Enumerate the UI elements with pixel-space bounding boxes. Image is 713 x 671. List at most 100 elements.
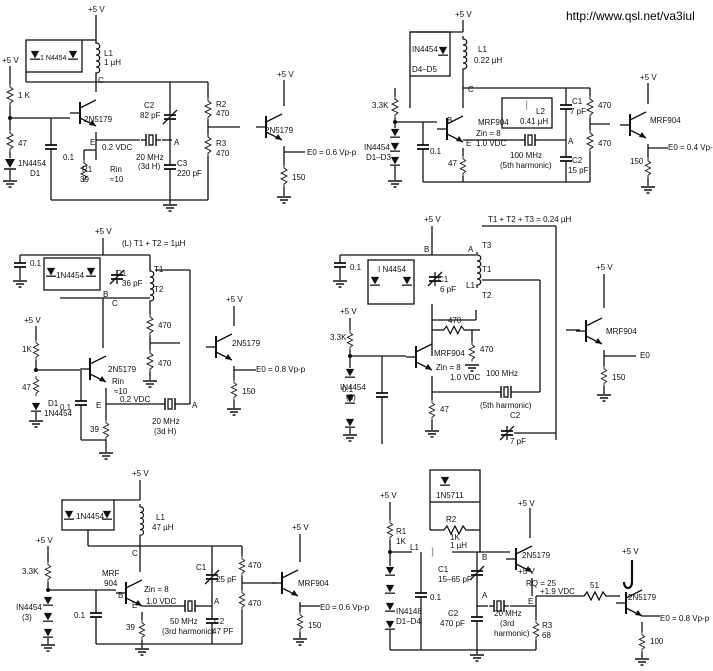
c2-buf-transistor: MRF904 (650, 116, 681, 125)
c2-crystal-icon (520, 133, 540, 147)
c3-node-b: B (103, 290, 108, 299)
c6-diodes-ref: D1–D4 (396, 617, 421, 626)
c6-vcc-top: +5 V (380, 491, 397, 500)
c4-c1: C1 (438, 275, 449, 284)
c1-diode-pair: 1 N4454 (40, 55, 67, 62)
c1-c-var: C2 (144, 101, 155, 110)
c3-rin: Rin (112, 377, 124, 386)
c3-vcc-top: +5 V (95, 227, 112, 236)
c1-r-in: Rin (110, 165, 122, 174)
c1-buf-r: 150 (292, 173, 306, 182)
source-url: http://www.qsl.net/va3iul (566, 9, 695, 23)
c1-r-e: R1 (82, 165, 93, 174)
c5-vdc: 1.0 VDC (146, 597, 176, 606)
c1-buf-out: E0 = 0.6 Vp-p (307, 148, 357, 157)
c1-diode: 1N4454 (18, 159, 47, 168)
c4-t1: T1 (482, 265, 492, 274)
c1-crystal: 20 MHz (136, 153, 164, 162)
c2-inductor: L1 (478, 45, 487, 54)
c4-crystal-icon (496, 385, 516, 399)
c1-vdc: 0.2 VDC (102, 143, 132, 152)
c3-buf-out: E0 = 0.8 Vp-p (256, 365, 306, 374)
c5-diode: 1N4454 (76, 512, 105, 521)
c5-buf-out: E0 = 0.6 Vp-p (320, 603, 370, 612)
c2-vcc-top: +5 V (455, 10, 472, 19)
c6-diodes: IN4148 (396, 607, 422, 616)
c1-inductor: L1 (104, 49, 113, 58)
c2-inductor-icon (462, 36, 468, 72)
c5-diodes: IN4454 (16, 603, 42, 612)
c3-node-c: C (112, 299, 118, 308)
c6-buf-r: 100 (650, 637, 664, 646)
c3-d1-part: 1N4454 (44, 409, 73, 418)
c1-node-e: E (90, 138, 95, 147)
c1-crystal-icon (140, 133, 162, 147)
c2-zin: Zin = 8 (476, 129, 501, 138)
c1-buf-vcc: +5 V (277, 70, 294, 79)
c5-node-a: A (214, 597, 220, 606)
c2-c2: C2 (572, 156, 583, 165)
c4-vcc-top: +5 V (424, 215, 441, 224)
c2-crystal-mode: (5th harmonic) (500, 161, 552, 170)
c5-diodes-n: (3) (22, 613, 32, 622)
c6-node-a: A (482, 591, 488, 600)
c4-buf-out: E0 (640, 351, 650, 360)
c6-cap: 0.1 (430, 593, 442, 602)
c4-diodes-n: (3) (346, 393, 356, 402)
c3-crystal-mode: (3d H) (154, 427, 177, 436)
c6-rq: RQ = 25 (526, 579, 557, 588)
c1-r3-val: 470 (216, 149, 230, 158)
c1-vcc-top: +5 V (88, 5, 105, 14)
c4-diodes: IN4454 (340, 383, 366, 392)
c2-buf-vcc: +5 V (640, 73, 657, 82)
c3-r1: 470 (158, 321, 172, 330)
c2-r-e: 47 (448, 159, 457, 168)
c6-vcc-tr: +5 V (518, 567, 535, 576)
c2-c1-val: 7 pF (570, 107, 586, 116)
c1-r-bias2: 47 (18, 139, 27, 148)
c6-r3: R3 (542, 621, 553, 630)
c4-transistor: MRF904 (434, 349, 465, 358)
c2-node-e: E (466, 139, 471, 148)
c5-cap: 0.1 (74, 611, 86, 620)
c2-r-bias: 3.3K (372, 101, 389, 110)
c5-node-e: E (132, 601, 137, 610)
c5-r1: 470 (248, 561, 262, 570)
c1-diode-ref: D1 (30, 169, 41, 178)
c6-r-series: 51 (590, 581, 599, 590)
c6-r1-val: 1K (396, 537, 406, 546)
c1-c3-val: 220 pF (177, 169, 202, 178)
c1-inductor-val: 1 µH (104, 58, 121, 67)
c2-diodes-ref: D1–D3 (366, 153, 391, 162)
c3-d1: D1 (48, 399, 59, 408)
c3-transistor: 2N5179 (108, 365, 137, 374)
c6-schottky: 1N5711 (436, 491, 464, 500)
c4-crystal: 100 MHz (486, 369, 518, 378)
c6-buf-vcc: +5 V (622, 547, 639, 556)
c1-c-var-val: 82 pF (140, 111, 161, 120)
c3-l-total: (L) T1 + T2 = 1µH (122, 239, 186, 248)
c3-node-a: A (192, 401, 198, 410)
c4-r-bias: 3.3K (330, 333, 347, 342)
c4-node-b: B (424, 245, 429, 254)
c2-crystal: 100 MHz (510, 151, 542, 160)
circuit-5: +5 V 1N4454 L1 47 µH C +5 V 3.3K IN4454 … (16, 469, 370, 656)
c1-r-e-val: 39 (80, 175, 89, 184)
c5-r-e: 39 (126, 623, 135, 632)
circuit-3: +5 V (L) T1 + T2 = 1µH 0.1 1N4454 C1 36 … (13, 227, 306, 460)
c6-r3-val: 68 (542, 631, 551, 640)
c3-crystal: 20 MHz (152, 417, 180, 426)
c2-node-b: B (447, 116, 452, 125)
c4-inductor-icon (475, 250, 482, 290)
c5-c2: C2 (214, 617, 225, 626)
c5-l1: L1 (156, 513, 165, 522)
c2-transistor: MRF904 (478, 118, 509, 127)
c5-transistor2: 904 (104, 579, 118, 588)
c6-c1: C1 (438, 565, 449, 574)
c4-vcc-left: +5 V (340, 307, 357, 316)
c6-l1: L1 (410, 543, 419, 552)
c3-r2: 470 (158, 359, 172, 368)
c2-diode: IN4454 (412, 45, 438, 54)
c3-c1-val: 36 pF (122, 279, 143, 288)
